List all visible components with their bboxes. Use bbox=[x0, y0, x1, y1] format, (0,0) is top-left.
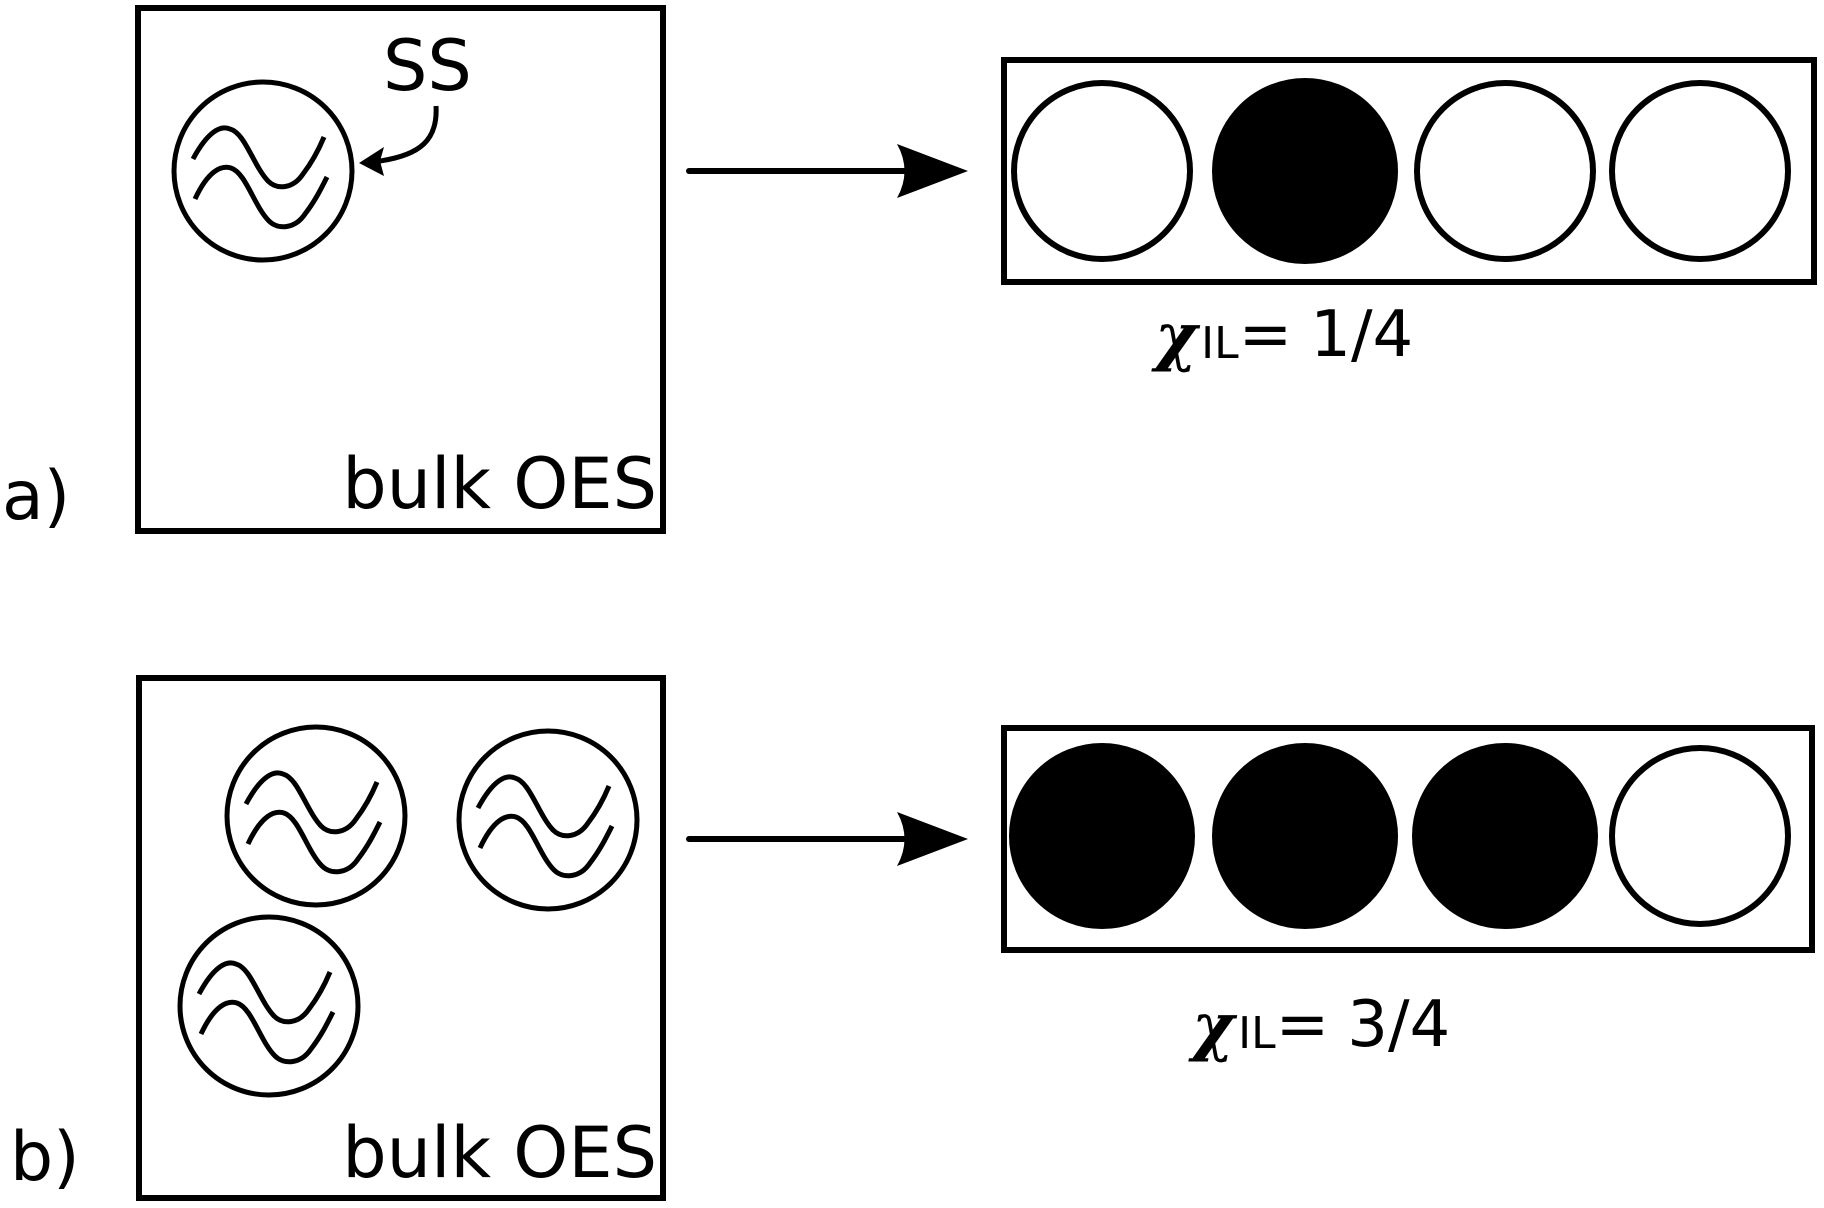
chi-symbol: χ bbox=[1188, 989, 1238, 1064]
ss-callout-arrow-icon bbox=[359, 105, 439, 176]
interface-layer-box-b bbox=[1001, 725, 1815, 953]
chi-subscript: IL bbox=[1238, 1008, 1276, 1059]
wave-line-lower bbox=[477, 813, 615, 879]
fraction-value: 1/4 bbox=[1310, 298, 1413, 372]
surface-species-icon bbox=[224, 724, 408, 908]
panel-label-a: a) bbox=[2, 457, 70, 536]
wave-line-upper bbox=[243, 770, 380, 835]
occupied-site-icon bbox=[1412, 743, 1598, 929]
empty-site-icon bbox=[1414, 80, 1596, 262]
bulk-label-b: bulk OES bbox=[342, 1112, 657, 1194]
wave-line-lower bbox=[245, 809, 383, 875]
fraction-value: 3/4 bbox=[1347, 988, 1450, 1062]
equals-sign: = bbox=[1239, 298, 1293, 372]
chi-subscript: IL bbox=[1201, 318, 1239, 369]
interface-layer-box-a bbox=[1001, 57, 1817, 285]
ss-callout-label: SS bbox=[383, 25, 472, 107]
interface-slots-b bbox=[1009, 743, 1791, 929]
fraction-label-b: χIL=3/4 bbox=[1188, 988, 1450, 1064]
chi-symbol: χ bbox=[1151, 299, 1201, 374]
empty-site-icon bbox=[1609, 80, 1791, 262]
empty-site-icon bbox=[1609, 745, 1791, 927]
arrow-right-icon bbox=[686, 144, 968, 198]
surface-species-icon bbox=[171, 79, 355, 263]
occupied-site-icon bbox=[1009, 743, 1195, 929]
occupied-site-icon bbox=[1212, 78, 1398, 264]
surface-species-group bbox=[177, 724, 640, 1098]
bulk-box-b bbox=[136, 675, 666, 1201]
surface-species-icon bbox=[456, 728, 640, 912]
equals-sign: = bbox=[1276, 988, 1330, 1062]
panel-label-b: b) bbox=[10, 1118, 80, 1197]
bulk-label-a: bulk OES bbox=[342, 443, 657, 525]
interface-slots-a bbox=[1011, 78, 1791, 264]
bulk-box-a bbox=[135, 5, 666, 534]
wave-line-lower bbox=[198, 999, 336, 1065]
panel-a: a) bulk OES SS χIL=1/4 bbox=[2, 5, 1817, 536]
wave-line-upper bbox=[190, 125, 327, 190]
wave-line-upper bbox=[196, 960, 333, 1025]
occupied-site-icon bbox=[1212, 743, 1398, 929]
surface-species-icon bbox=[177, 914, 361, 1098]
panel-b: b) bulk OES χIL=3/4 bbox=[10, 675, 1815, 1201]
empty-site-icon bbox=[1011, 80, 1193, 262]
arrow-right-icon bbox=[686, 812, 968, 866]
fraction-label-a: χIL=1/4 bbox=[1151, 298, 1413, 374]
wave-line-upper bbox=[475, 774, 612, 839]
wave-line-lower bbox=[192, 164, 330, 230]
